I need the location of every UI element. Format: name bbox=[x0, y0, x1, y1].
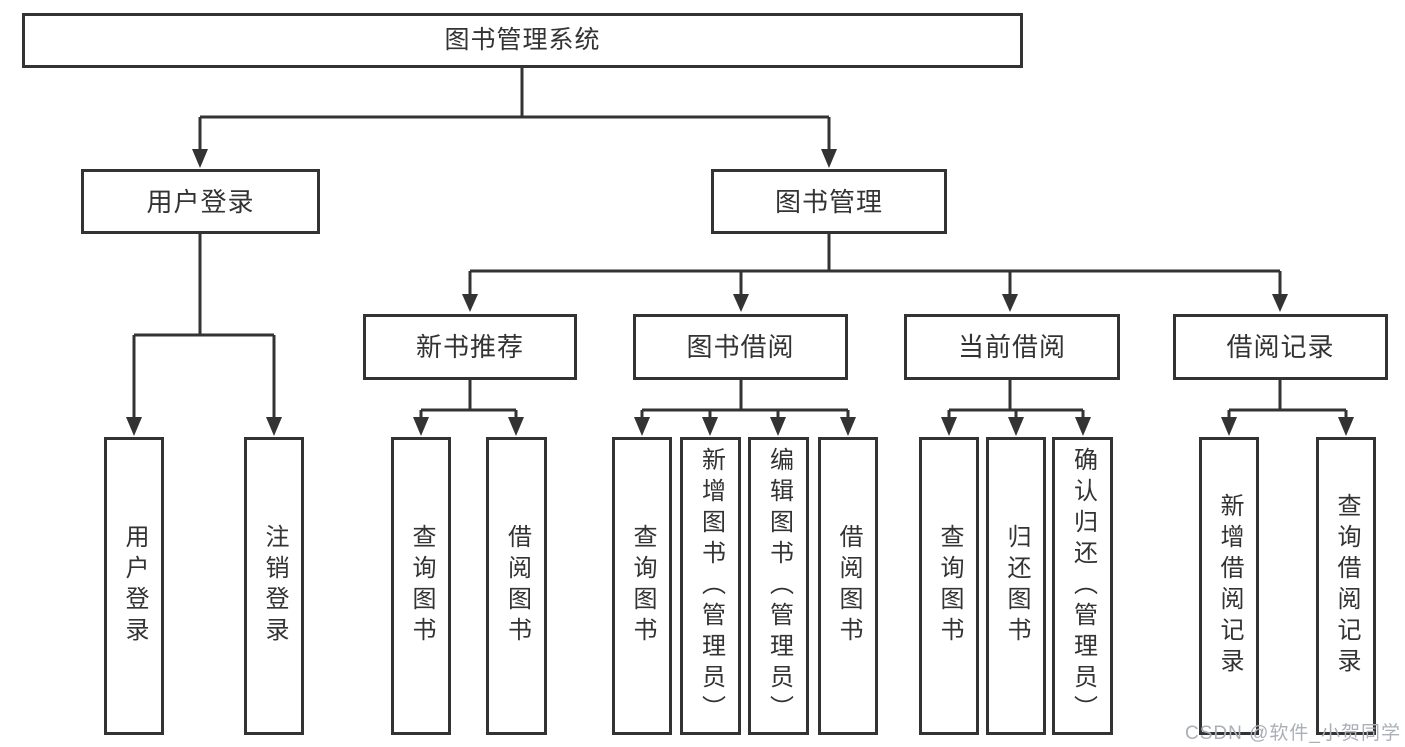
leaf-logout: 注销登录 bbox=[244, 437, 304, 735]
leaf-edit-book-admin: 编辑图书（管理员） bbox=[748, 437, 809, 735]
arrow-down-icon bbox=[1272, 294, 1288, 312]
leaf-query-books-borrowing: 查询图书 bbox=[612, 437, 672, 735]
arrow-down-icon bbox=[733, 294, 749, 312]
watermark: CSDN @软件_小贺同学 bbox=[1185, 723, 1401, 744]
arrow-down-icon bbox=[634, 417, 650, 436]
arrow-down-icon bbox=[770, 417, 786, 436]
leaf-borrow-books-recommend: 借阅图书 bbox=[486, 437, 547, 735]
node-user-login: 用户登录 bbox=[81, 169, 320, 234]
leaf-query-borrow-record: 查询借阅记录 bbox=[1316, 437, 1376, 735]
arrowhead-icons bbox=[126, 149, 1354, 436]
leaf-add-book-admin: 新增图书（管理员） bbox=[680, 437, 741, 735]
arrow-down-icon bbox=[266, 417, 282, 436]
leaf-query-books-current: 查询图书 bbox=[919, 437, 979, 735]
leaf-confirm-return-admin: 确认归还（管理员） bbox=[1052, 437, 1113, 735]
leaf-add-borrow-record: 新增借阅记录 bbox=[1199, 437, 1259, 735]
arrow-down-icon bbox=[821, 149, 837, 168]
arrow-down-icon bbox=[1338, 417, 1354, 436]
node-book-management: 图书管理 bbox=[711, 169, 947, 234]
arrow-down-icon bbox=[126, 417, 142, 436]
node-new-book-recommend: 新书推荐 bbox=[363, 314, 577, 380]
node-book-borrowing: 图书借阅 bbox=[633, 314, 848, 380]
node-current-borrowing: 当前借阅 bbox=[904, 314, 1120, 380]
arrow-down-icon bbox=[462, 294, 478, 312]
leaf-return-books: 归还图书 bbox=[986, 437, 1046, 735]
tree-edges bbox=[132, 68, 1348, 419]
arrow-down-icon bbox=[1221, 417, 1237, 436]
arrow-down-icon bbox=[508, 417, 524, 436]
arrow-down-icon bbox=[941, 417, 957, 436]
arrow-down-icon bbox=[702, 417, 718, 436]
leaf-query-books-recommend: 查询图书 bbox=[391, 437, 451, 735]
leaf-user-login: 用户登录 bbox=[104, 437, 164, 735]
arrow-down-icon bbox=[840, 417, 856, 436]
arrow-down-icon bbox=[192, 149, 208, 168]
leaf-borrow-books-borrowing: 借阅图书 bbox=[818, 437, 878, 735]
arrow-down-icon bbox=[1075, 417, 1091, 436]
arrow-down-icon bbox=[1002, 294, 1018, 312]
arrow-down-icon bbox=[1008, 417, 1024, 436]
node-borrowing-records: 借阅记录 bbox=[1173, 314, 1388, 380]
arrow-down-icon bbox=[413, 417, 429, 436]
node-root: 图书管理系统 bbox=[22, 13, 1023, 68]
